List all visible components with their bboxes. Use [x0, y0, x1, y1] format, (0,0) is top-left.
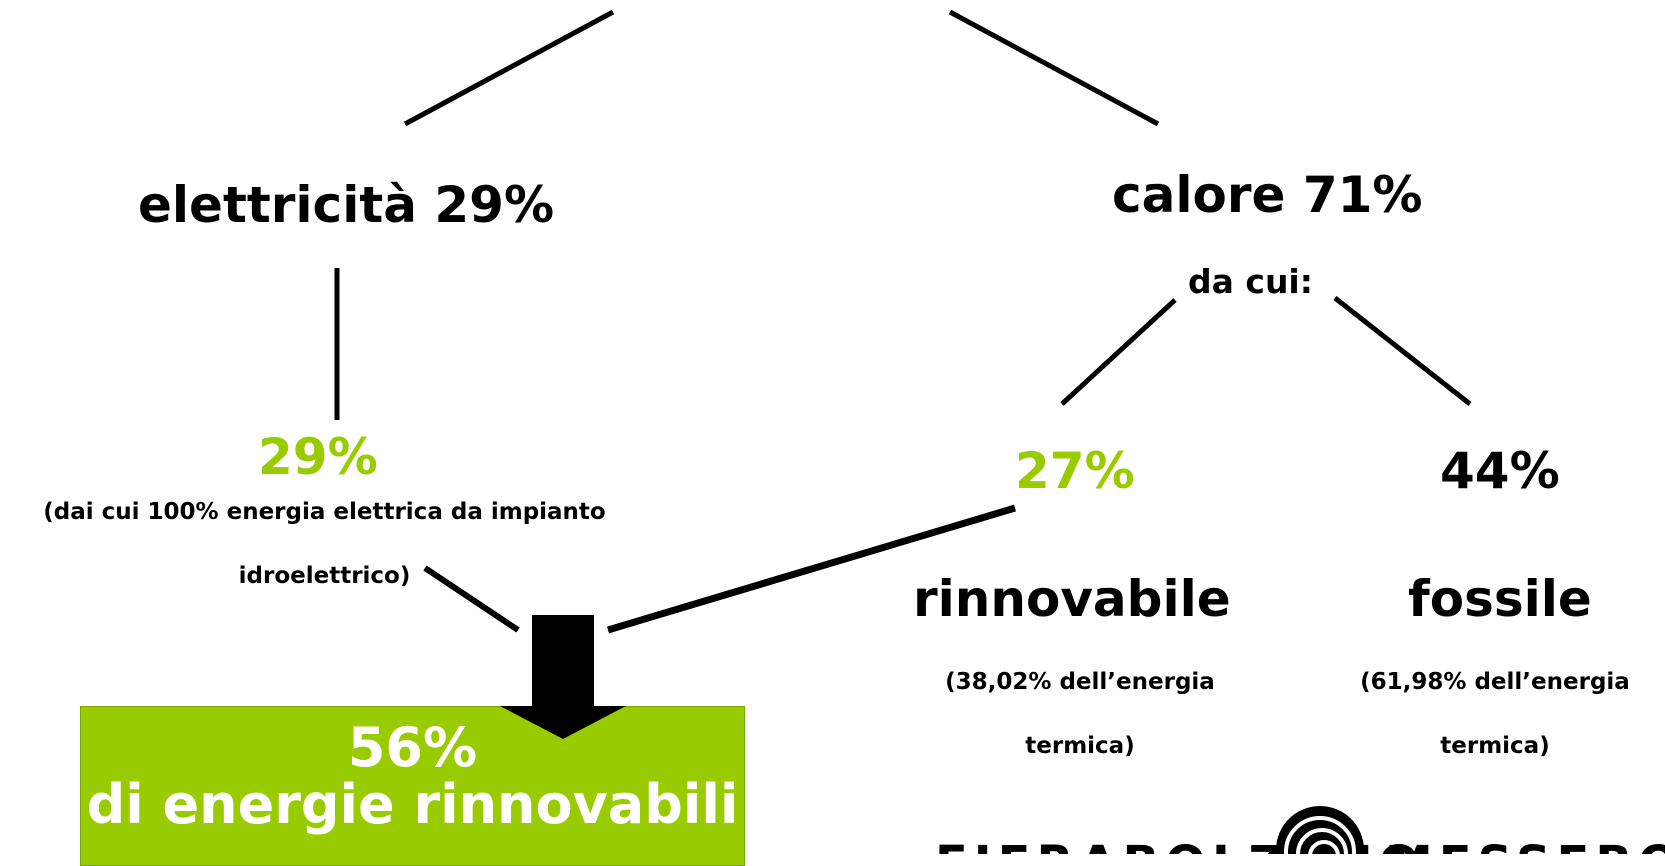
line-top-to-heat: [948, 9, 1160, 127]
fossil-note-line2: termica): [1440, 733, 1550, 759]
fossil-percent: 44%: [1440, 442, 1560, 500]
logo-right-word: MESSEBOZEN: [1385, 836, 1665, 854]
fossil-note: (61,98% dell’energia termica): [1330, 650, 1660, 778]
renewable-label: rinnovabile: [913, 570, 1231, 628]
electricity-note-line2: idroelettrico): [238, 563, 411, 589]
heat-heading: calore 71%: [1112, 166, 1423, 224]
logo-swirl-icon: [1276, 806, 1364, 854]
electricity-note-line1: (dai cui 100% energia elettrica da impia…: [43, 499, 606, 525]
renewable-note-line2: termica): [1025, 733, 1135, 759]
heat-subheading: da cui:: [1188, 262, 1313, 301]
line-electricity-to-result: [423, 565, 520, 633]
renewable-note-line1: (38,02% dell’energia: [945, 669, 1215, 695]
fossil-note-line1: (61,98% dell’energia: [1360, 669, 1630, 695]
line-heat-to-renewable: [1060, 298, 1177, 406]
renewable-note: (38,02% dell’energia termica): [900, 650, 1260, 778]
result-percent: 56%: [347, 716, 478, 779]
line-top-to-electricity: [403, 9, 615, 127]
fossil-label: fossile: [1408, 570, 1592, 628]
electricity-percent: 29%: [258, 428, 378, 486]
line-heat-to-fossil: [1333, 296, 1472, 406]
renewable-percent: 27%: [1015, 442, 1135, 500]
electricity-note: (dai cui 100% energia elettrica da impia…: [12, 480, 637, 608]
line-renewable-to-result: [606, 504, 1017, 634]
electricity-heading: elettricità 29%: [138, 176, 555, 234]
result-label: di energie rinnovabili: [86, 773, 739, 836]
fierabolzano-logo: FIERABOLZANO MESSEBOZEN: [935, 800, 1665, 854]
result-box: 56% di energie rinnovabili: [80, 706, 745, 866]
